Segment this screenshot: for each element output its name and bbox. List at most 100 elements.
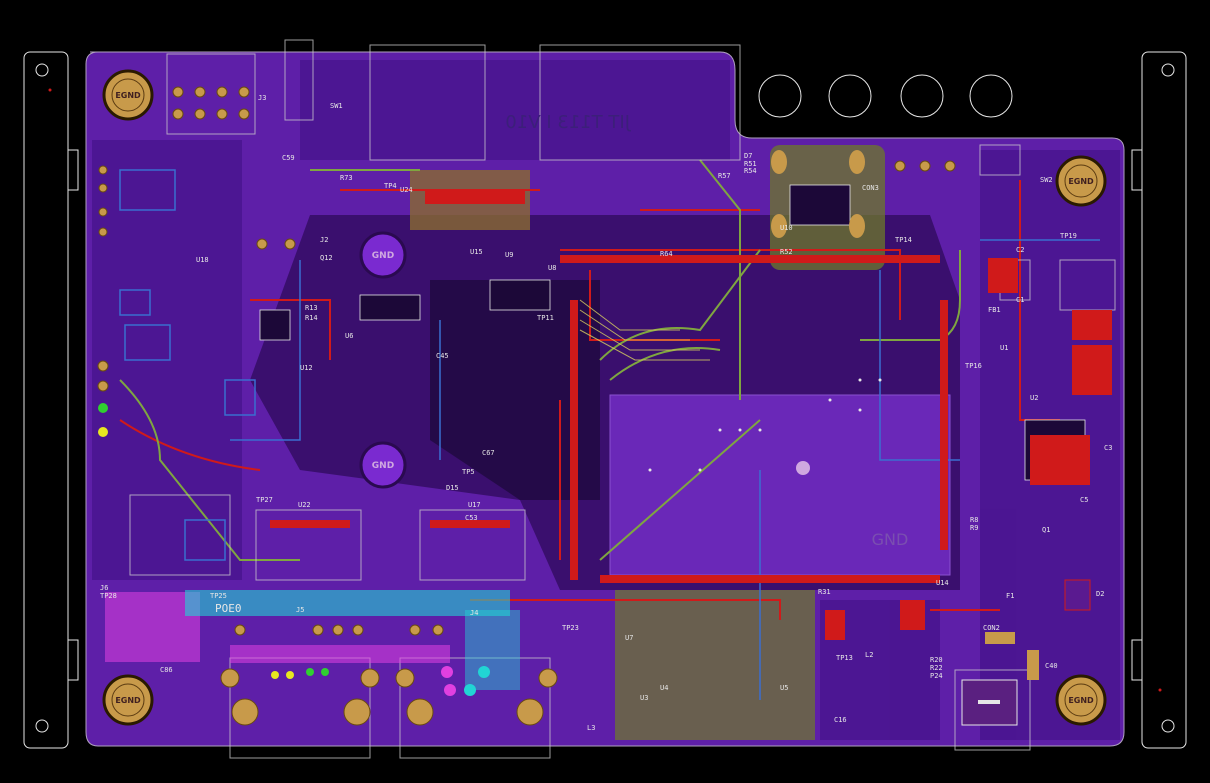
- svg-text:SW1: SW1: [330, 102, 343, 110]
- svg-text:Q12: Q12: [320, 254, 333, 262]
- svg-text:L2: L2: [865, 651, 873, 659]
- svg-text:R9: R9: [970, 524, 978, 532]
- svg-text:GND: GND: [372, 251, 394, 261]
- header-pins: [97, 86, 956, 726]
- svg-text:U4: U4: [660, 684, 668, 692]
- svg-text:R51: R51: [744, 160, 757, 168]
- poe-connector: POE0: [105, 590, 520, 690]
- svg-text:C67: C67: [482, 449, 495, 457]
- power-components: [825, 258, 1112, 726]
- svg-text:CON2: CON2: [983, 624, 1000, 632]
- svg-text:R14: R14: [305, 314, 318, 322]
- svg-text:C40: C40: [1045, 662, 1058, 670]
- svg-text:R54: R54: [744, 167, 757, 175]
- left-bracket: [23, 51, 79, 749]
- svg-text:J4: J4: [470, 609, 478, 617]
- svg-text:F1: F1: [1006, 592, 1014, 600]
- svg-text:R73: R73: [340, 174, 353, 182]
- svg-text:D7: D7: [744, 152, 752, 160]
- svg-text:EGND: EGND: [1068, 696, 1094, 705]
- svg-text:R20: R20: [930, 656, 943, 664]
- svg-text:J2: J2: [320, 236, 328, 244]
- svg-text:R22: R22: [930, 664, 943, 672]
- left-power: [119, 169, 256, 561]
- svg-text:R57: R57: [718, 172, 731, 180]
- svg-text:U14: U14: [936, 579, 949, 587]
- svg-text:U12: U12: [300, 364, 313, 372]
- svg-text:R13: R13: [305, 304, 318, 312]
- svg-text:U3: U3: [640, 694, 648, 702]
- svg-text:J3: J3: [258, 94, 266, 102]
- gnd-via-2: GND: [359, 441, 407, 489]
- svg-text:U24: U24: [400, 186, 413, 194]
- dense-logic-area: [250, 145, 960, 740]
- svg-text:TP23: TP23: [562, 624, 579, 632]
- svg-text:TP5: TP5: [462, 468, 475, 476]
- svg-text:C45: C45: [436, 352, 449, 360]
- svg-text:FB1: FB1: [988, 306, 1001, 314]
- svg-text:U7: U7: [625, 634, 633, 642]
- egnd-mount-br: EGND: [1055, 674, 1107, 726]
- vias: [48, 88, 1162, 692]
- svg-text:C59: C59: [282, 154, 295, 162]
- svg-text:EGND: EGND: [115, 696, 141, 705]
- svg-text:TP28: TP28: [100, 592, 117, 600]
- svg-text:D15: D15: [446, 484, 459, 492]
- svg-text:C3: C3: [1104, 444, 1112, 452]
- svg-text:C5: C5: [1080, 496, 1088, 504]
- svg-text:TP25: TP25: [210, 592, 227, 600]
- svg-text:TP16: TP16: [965, 362, 982, 370]
- svg-text:J5: J5: [296, 606, 304, 614]
- svg-text:R31: R31: [818, 588, 831, 596]
- gnd-via-1: GND: [359, 231, 407, 279]
- svg-text:U15: U15: [470, 248, 483, 256]
- board-title-mirrored: JIT T113 I V10: [505, 112, 631, 133]
- svg-text:L3: L3: [587, 724, 595, 732]
- svg-text:U1: U1: [1000, 344, 1008, 352]
- svg-text:EGND: EGND: [115, 91, 141, 100]
- svg-text:Q1: Q1: [1042, 526, 1050, 534]
- traces-green: [119, 159, 961, 561]
- svg-text:TP14: TP14: [895, 236, 912, 244]
- ref-designators: J3 SW1 J2 U24 U15 U9 U8 U10 CON3 D7 R57 …: [100, 94, 1112, 732]
- svg-text:TP4: TP4: [384, 182, 397, 190]
- poe-label: POE0: [215, 602, 242, 615]
- egnd-mount-bl: EGND: [102, 674, 154, 726]
- svg-text:C1: C1: [1016, 296, 1024, 304]
- svg-text:U17: U17: [468, 501, 481, 509]
- gnd-via-3: GND: [796, 461, 908, 549]
- svg-text:TP13: TP13: [836, 654, 853, 662]
- svg-text:U2: U2: [1030, 394, 1038, 402]
- svg-text:R52: R52: [780, 248, 793, 256]
- svg-text:TP27: TP27: [256, 496, 273, 504]
- right-bracket: [1131, 51, 1187, 749]
- colored-pins: [98, 403, 490, 696]
- svg-text:U5: U5: [780, 684, 788, 692]
- svg-text:C53: C53: [465, 514, 478, 522]
- egnd-mount-tl: EGND: [102, 69, 154, 121]
- svg-text:C2: C2: [1016, 246, 1024, 254]
- con3-pads: [771, 150, 865, 238]
- ic-pad-rows: [270, 190, 948, 583]
- svg-text:CON3: CON3: [862, 184, 879, 192]
- svg-text:U9: U9: [505, 251, 513, 259]
- svg-text:U10: U10: [780, 224, 793, 232]
- svg-text:J6: J6: [100, 584, 108, 592]
- svg-text:TP19: TP19: [1060, 232, 1077, 240]
- svg-text:C86: C86: [160, 666, 173, 674]
- svg-text:EGND: EGND: [1068, 177, 1094, 186]
- svg-text:GND: GND: [372, 461, 394, 471]
- egnd-mount-tr: EGND: [1055, 155, 1107, 207]
- traces-blue: [230, 239, 1100, 700]
- svg-text:SW2: SW2: [1040, 176, 1053, 184]
- svg-text:U22: U22: [298, 501, 311, 509]
- svg-text:D2: D2: [1096, 590, 1104, 598]
- svg-text:R64: R64: [660, 250, 673, 258]
- svg-text:U8: U8: [548, 264, 556, 272]
- svg-text:C16: C16: [834, 716, 847, 724]
- svg-text:R8: R8: [970, 516, 978, 524]
- svg-text:P24: P24: [930, 672, 943, 680]
- svg-text:GND: GND: [872, 530, 909, 549]
- traces-yellow: [579, 299, 710, 361]
